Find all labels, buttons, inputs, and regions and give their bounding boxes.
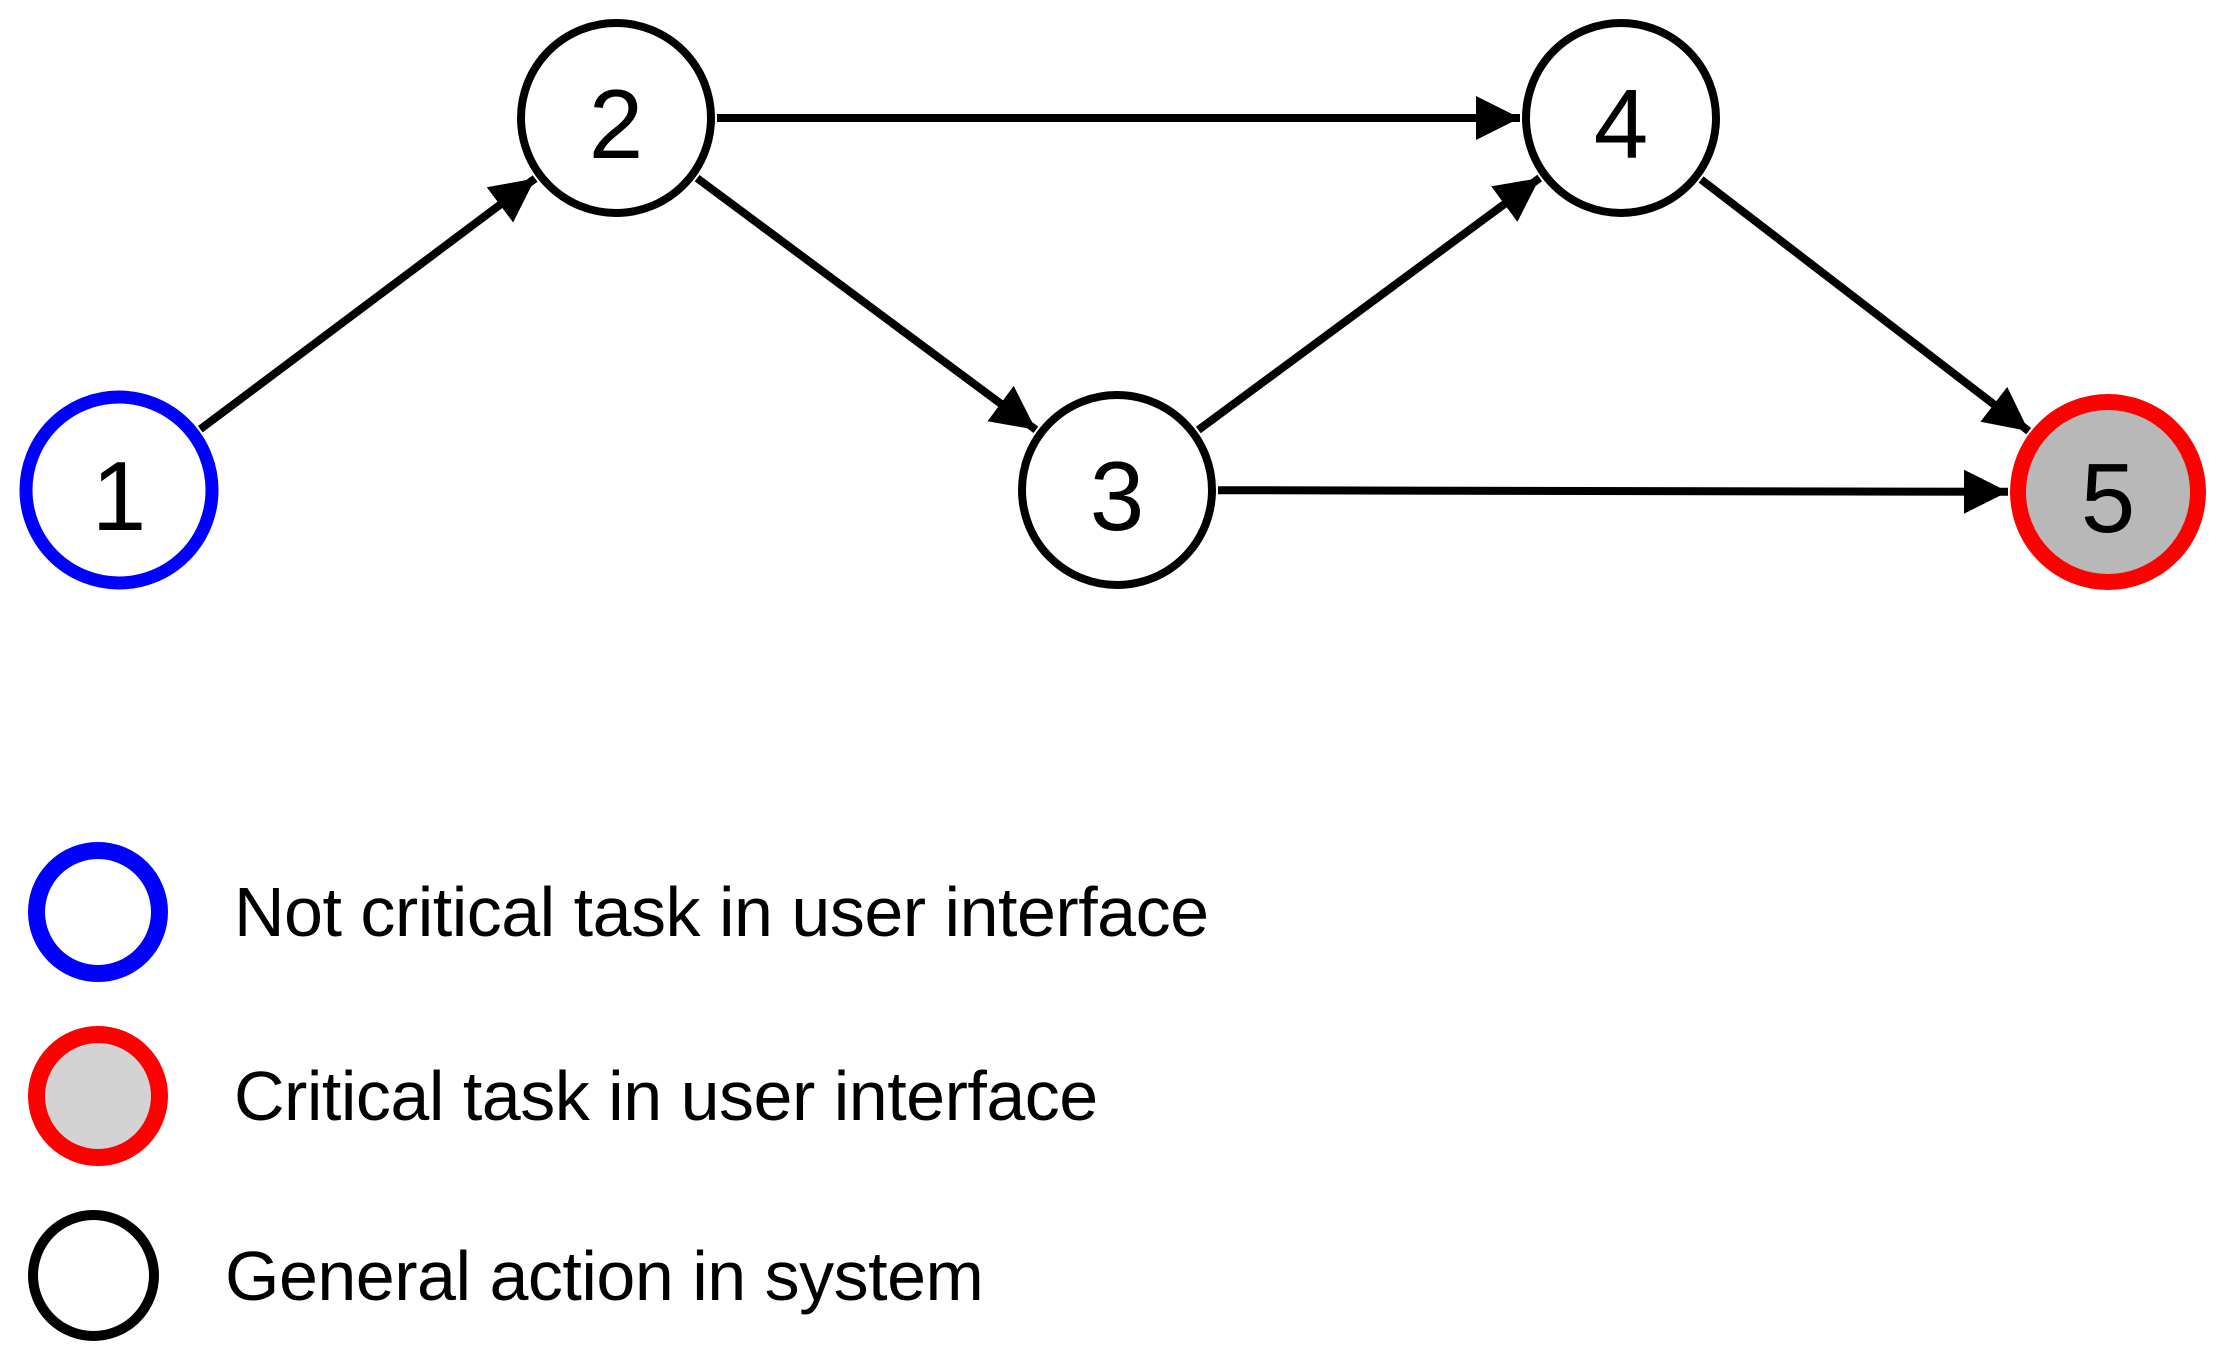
- node-4-circle: [1522, 19, 1720, 217]
- node-5-label: 5: [2081, 443, 2136, 553]
- edge-2-to-3: [694, 174, 1039, 434]
- critical-task-swatch-icon: [28, 1026, 168, 1166]
- legend-item-not-critical: Not critical task in user interface: [28, 842, 1209, 982]
- nodes-layer: 1 2 3 4 5: [19, 19, 2206, 590]
- edges-layer: [197, 96, 2032, 514]
- legend-item-critical: Critical task in user interface: [28, 1026, 1209, 1166]
- node-5-circle: [2010, 394, 2206, 590]
- legend-item-general: General action in system: [28, 1210, 1209, 1341]
- node-4-label: 4: [1594, 69, 1649, 179]
- node-3-circle: [1018, 391, 1216, 589]
- legend-label-not-critical: Not critical task in user interface: [234, 873, 1209, 951]
- legend-label-critical: Critical task in user interface: [234, 1057, 1098, 1135]
- legend: Not critical task in user interface Crit…: [28, 842, 1209, 1341]
- node-2-circle: [517, 19, 715, 217]
- legend-label-general: General action in system: [225, 1236, 984, 1315]
- edge-4-to-5: [1698, 176, 2032, 435]
- node-1-label: 1: [92, 441, 147, 551]
- general-action-swatch-icon: [28, 1210, 159, 1341]
- edge-3-to-4: [1195, 174, 1543, 434]
- node-1-circle: [19, 390, 219, 590]
- edge-1-to-2: [197, 175, 538, 433]
- task-graph: 1 2 3 4 5: [19, 19, 2206, 590]
- not-critical-task-swatch-icon: [28, 842, 168, 982]
- node-3-label: 3: [1090, 441, 1145, 551]
- edge-3-to-5: [1217, 469, 2009, 514]
- node-2-label: 2: [589, 69, 644, 179]
